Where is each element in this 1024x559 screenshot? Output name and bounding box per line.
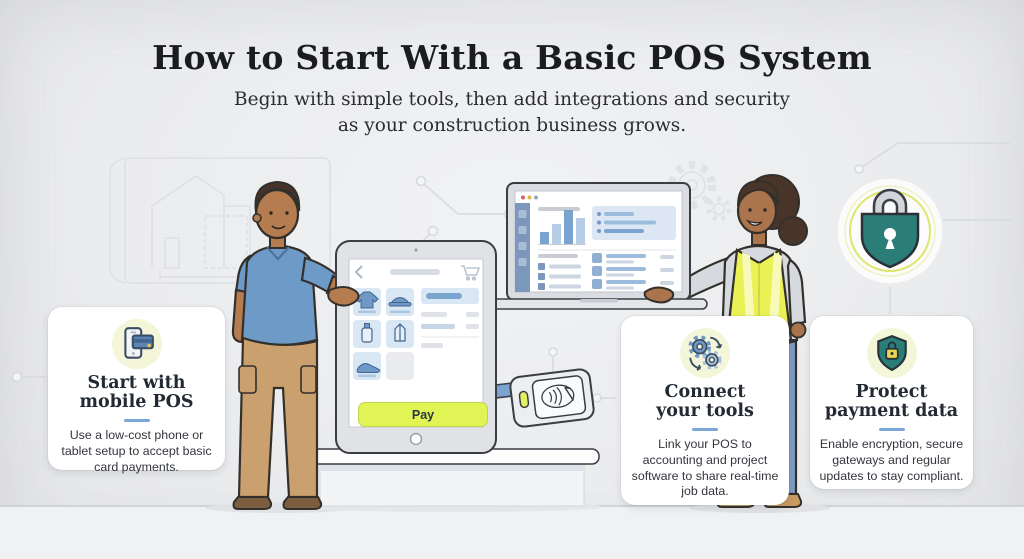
laptop (490, 182, 708, 310)
tablet-pos (335, 240, 497, 454)
padlock-icon (860, 188, 920, 269)
card-body-text: Enable encryption, secure gateways and r… (819, 437, 964, 483)
tshirt-icon (355, 291, 379, 309)
card-connect-your-tools: Connect your tools Link your POS to acco… (621, 316, 789, 505)
gear-doodle (668, 161, 732, 222)
back-chevron-icon (354, 265, 363, 279)
laptop-dashboard (515, 195, 676, 292)
card-body-text: Use a low-cost phone or tablet setup to … (61, 428, 212, 474)
counter-table (306, 448, 600, 507)
lock-badge (836, 177, 944, 285)
card-protect-payment-data: Protect payment data Enable encryption, … (810, 316, 973, 489)
card-title: Start with mobile POS (79, 373, 194, 412)
shoe-icon (356, 363, 381, 373)
cart-icon (461, 265, 481, 281)
pay-button: Pay (358, 402, 488, 427)
man-hand (327, 286, 360, 307)
sync-gears-icon (680, 328, 730, 378)
card-body-text: Link your POS to accounting and project … (631, 437, 779, 499)
subtitle-line-1: Begin with simple tools, then add integr… (234, 89, 790, 110)
blueprint-sketch (109, 157, 331, 284)
man-figure (231, 180, 358, 510)
card-divider (123, 419, 150, 422)
woman-hand (643, 286, 675, 304)
header: How to Start With a Basic POS System Beg… (0, 38, 1024, 139)
card-divider (692, 428, 718, 431)
contactless-icon (541, 384, 575, 409)
page-subtitle: Begin with simple tools, then add integr… (0, 87, 1024, 139)
card-start-with-mobile-pos: Start with mobile POS Use a low-cost pho… (48, 307, 225, 474)
floor (0, 502, 1024, 559)
card-title: Connect your tools (656, 382, 754, 421)
subtitle-line-2: as your construction business grows. (337, 115, 687, 136)
phone-with-card-icon (111, 319, 162, 369)
page-title: How to Start With a Basic POS System (152, 38, 872, 77)
card-divider (878, 428, 905, 431)
order-summary-panel (421, 288, 479, 348)
shield-lock-icon (866, 328, 917, 378)
card-reader (486, 368, 595, 428)
card-title: Protect payment data (824, 382, 959, 421)
carton-icon (394, 323, 406, 342)
product-grid (353, 288, 414, 380)
